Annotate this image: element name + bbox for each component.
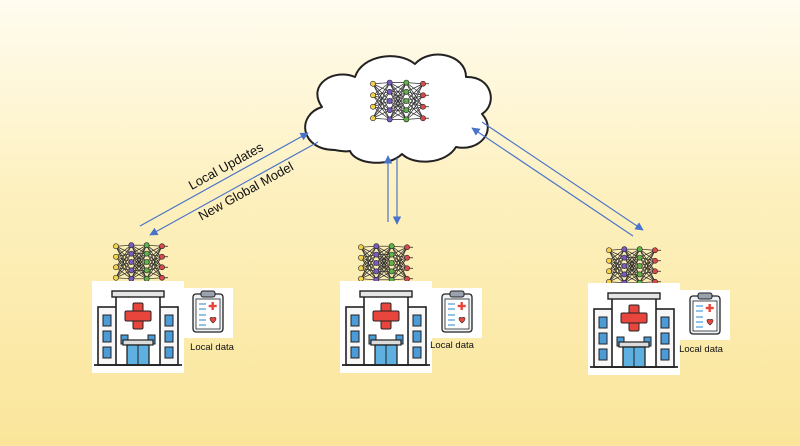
local-data-label: Local data	[190, 342, 235, 353]
client-node-2: Local data	[340, 243, 482, 373]
hospital-icon	[92, 281, 184, 373]
arrow-server-to-client3	[481, 121, 644, 231]
client-node-1: Local data	[92, 242, 235, 373]
neural-network-icon	[606, 246, 661, 286]
neural-network-icon	[113, 242, 168, 282]
client-node-3: Local data	[588, 246, 730, 375]
clipboard-icon	[430, 288, 482, 338]
cloud-icon	[304, 53, 492, 164]
arrow-server-to-client1	[149, 141, 319, 236]
hospital-icon	[340, 281, 432, 373]
clipboard-icon	[181, 288, 233, 338]
local-data-label: Local data	[430, 340, 475, 351]
hospital-icon	[588, 283, 680, 375]
neural-network-icon	[370, 79, 429, 123]
arrow-client1-to-server	[139, 132, 309, 227]
cloud-server	[304, 53, 492, 164]
clipboard-icon	[678, 290, 730, 340]
connection-arrows	[139, 121, 644, 237]
arrow-client3-to-server	[471, 127, 634, 237]
neural-network-icon	[358, 243, 413, 283]
local-data-label: Local data	[679, 344, 724, 355]
